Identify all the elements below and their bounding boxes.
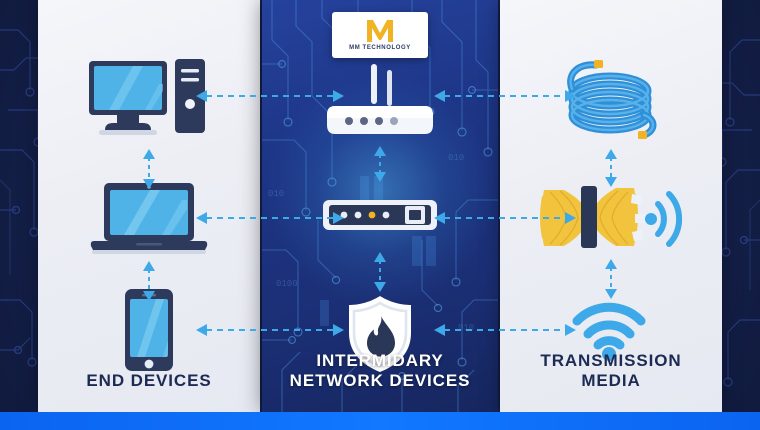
svg-text:010: 010	[268, 189, 284, 199]
switch-icon	[323, 200, 437, 230]
caption-end-devices: END DEVICES	[86, 371, 212, 391]
device-desktop-computer[interactable]	[38, 46, 260, 154]
caption-line-2: MEDIA	[581, 371, 641, 391]
caption-line-1: INTERMIDARY	[316, 350, 444, 370]
device-laptop[interactable]	[38, 170, 260, 266]
mm-logo-mark-icon	[367, 20, 393, 42]
svg-text:010: 010	[458, 323, 474, 333]
router-group: MM TECHNOLOGY	[262, 8, 498, 140]
ethernet-cable-icon	[567, 60, 657, 139]
caption-line-1: TRANSMISSION	[540, 350, 682, 370]
column-end-devices: END DEVICES	[38, 0, 260, 412]
device-wireless-signal[interactable]	[500, 282, 722, 378]
logo-text: MM TECHNOLOGY	[349, 45, 411, 51]
desktop-icon	[89, 59, 205, 135]
bottom-accent-bar	[0, 412, 760, 430]
laptop-icon	[90, 183, 208, 254]
caption-line-2: NETWORK DEVICES	[289, 371, 471, 391]
caption-transmission-media: TRANSMISSION MEDIA	[500, 351, 722, 392]
firewall-shield-icon	[349, 296, 411, 372]
center-circuit-pattern: 010 010 0100 010	[262, 0, 498, 412]
device-switch[interactable]	[262, 180, 498, 250]
device-ethernet-cable[interactable]	[500, 46, 722, 154]
svg-text:0100: 0100	[276, 279, 298, 289]
fiber-bundle-icon	[540, 186, 683, 248]
wifi-icon	[572, 302, 646, 361]
device-smartphone[interactable]	[38, 282, 260, 378]
caption-intermediary-network-devices: INTERMIDARY NETWORK DEVICES	[262, 351, 498, 392]
device-firewall[interactable]	[262, 292, 498, 376]
column-transmission-media: TRANSMISSION MEDIA	[500, 0, 722, 412]
svg-text:010: 010	[448, 153, 464, 163]
router-icon	[327, 64, 433, 134]
device-fiber-bundle[interactable]	[500, 170, 722, 266]
smartphone-icon	[125, 289, 173, 371]
logo-card: MM TECHNOLOGY	[332, 12, 428, 58]
column-intermediary-network-devices: 010 010 0100 010 MM TECHNOLOGY	[262, 0, 498, 412]
